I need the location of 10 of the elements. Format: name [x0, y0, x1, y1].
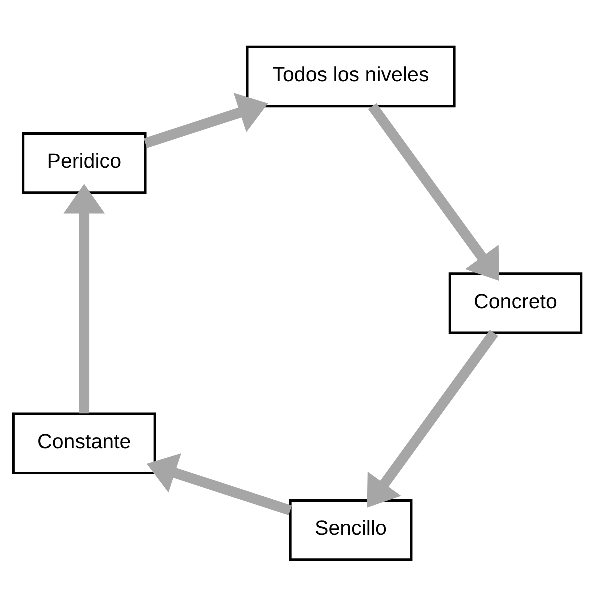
- arrow: [64, 184, 106, 414]
- arrow: [367, 330, 498, 508]
- node-box: Concreto: [448, 272, 583, 334]
- node-box: Todos los niveles: [246, 45, 456, 108]
- arrow: [144, 92, 268, 148]
- node-box: Constante: [12, 412, 156, 474]
- arrow: [368, 102, 500, 281]
- node-box: Peridico: [22, 132, 147, 194]
- node-box: Sencillo: [289, 498, 413, 561]
- arrow: [146, 452, 292, 516]
